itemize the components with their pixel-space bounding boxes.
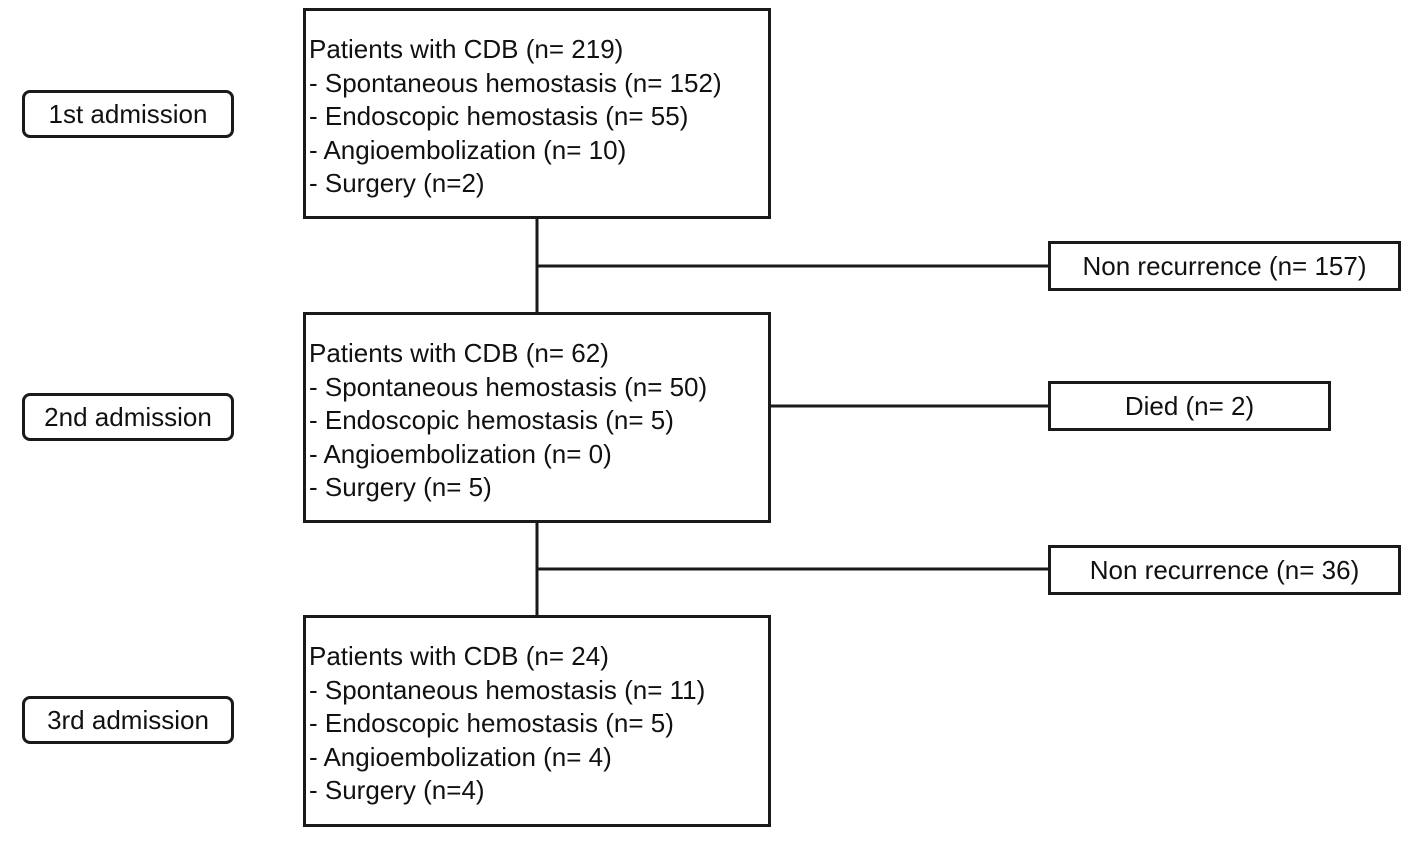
admission-1-item-angioembolization: - Angioembolization (n= 10) xyxy=(309,134,627,165)
stage-label-3rd-admission: 3rd admission xyxy=(22,696,234,744)
admission-3-box: Patients with CDB (n= 24) - Spontaneous … xyxy=(303,615,771,827)
admission-3-title: Patients with CDB (n= 24) xyxy=(309,641,609,671)
non-recurrence-2-box: Non recurrence (n= 36) xyxy=(1048,545,1401,595)
admission-1-item-surgery: - Surgery (n=2) xyxy=(309,168,485,199)
admission-2-title: Patients with CDB (n= 62) xyxy=(309,338,609,368)
stage-label-2nd-admission: 2nd admission xyxy=(22,393,234,441)
admission-2-item-spontaneous: - Spontaneous hemostasis (n= 50) xyxy=(309,371,708,402)
admission-2-item-surgery: - Surgery (n= 5) xyxy=(309,472,492,503)
admission-1-item-endoscopic: - Endoscopic hemostasis (n= 55) xyxy=(309,101,689,132)
non-recurrence-1-box: Non recurrence (n= 157) xyxy=(1048,241,1401,291)
admission-1-title: Patients with CDB (n= 219) xyxy=(309,34,624,64)
admission-3-item-angioembolization: - Angioembolization (n= 4) xyxy=(309,741,612,772)
admission-3-item-spontaneous: - Spontaneous hemostasis (n= 11) xyxy=(309,674,706,705)
admission-2-item-endoscopic: - Endoscopic hemostasis (n= 5) xyxy=(309,405,674,436)
admission-1-box: Patients with CDB (n= 219) - Spontaneous… xyxy=(303,8,771,219)
stage-label-1st-admission: 1st admission xyxy=(22,90,234,138)
admission-1-item-spontaneous: - Spontaneous hemostasis (n= 152) xyxy=(309,67,722,98)
admission-2-box: Patients with CDB (n= 62) - Spontaneous … xyxy=(303,312,771,523)
died-box: Died (n= 2) xyxy=(1048,381,1331,431)
admission-3-item-surgery: - Surgery (n=4) xyxy=(309,775,485,806)
admission-2-item-angioembolization: - Angioembolization (n= 0) xyxy=(309,438,612,469)
admission-3-item-endoscopic: - Endoscopic hemostasis (n= 5) xyxy=(309,708,674,739)
